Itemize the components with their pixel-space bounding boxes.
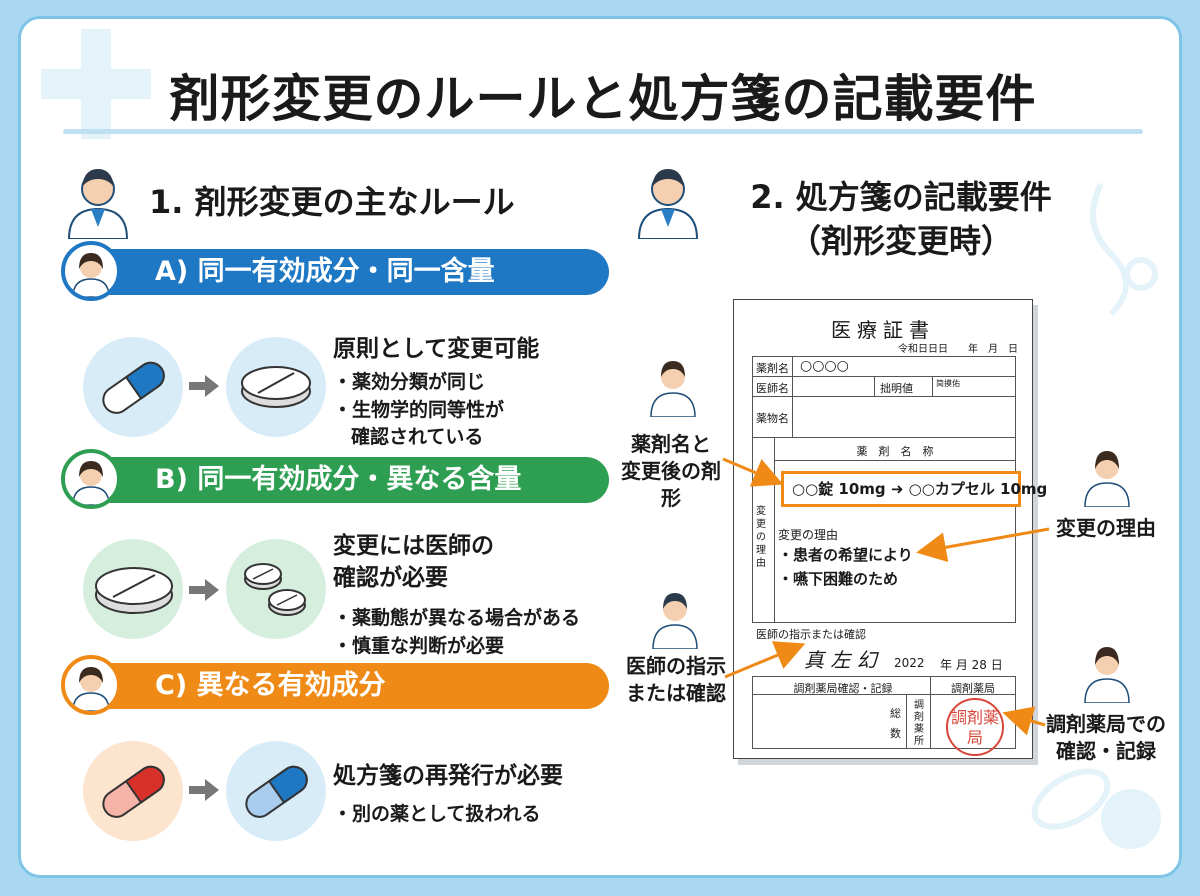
blue-capsule-icon (102, 361, 165, 414)
callout-drug-name-line2: 変更後の剤 (621, 459, 721, 483)
doc-title: 医療証書 (831, 318, 935, 342)
rule-c-bullet-1: ・別の薬として扱われる (333, 803, 541, 825)
rule-a-label: A) 同一有効成分・同一含量 (155, 256, 495, 287)
pharmacy-stamp: 調剤薬局 (946, 698, 1004, 756)
arrow-right-icon (189, 779, 219, 801)
doctor-signature: 真 左 幻 (804, 648, 877, 672)
callout-pharmacy: 調剤薬局での 確認・記録 (1031, 711, 1179, 765)
section2-heading-line2: （剤形変更時） (788, 222, 1013, 260)
callout-pharmacy-line2: 確認・記録 (1056, 739, 1156, 763)
rule-b-bullet-2: ・慎重な判断が必要 (333, 635, 505, 657)
rule-b-to-circle (226, 539, 326, 639)
callout-drug-name-line3: 形 (661, 486, 681, 510)
column-header: 薬 剤 名 称 (856, 445, 934, 458)
stethoscope-icon (1090, 182, 1129, 317)
title-underline (63, 129, 1143, 134)
reason-label: 変更の理由 (778, 528, 839, 542)
reason-2: ・嚥下困難のため (778, 570, 899, 588)
rule-b-bar: B) 同一有効成分・異なる含量 (81, 457, 609, 503)
prescription-document: 医療証書 令和日日日 年 月 日 薬剤名 ○○○○ 医師名 拙明値 简摸佑 薬物… (733, 299, 1033, 759)
side-label-vertical: 変更の理由 (756, 506, 766, 569)
rule-b-title-2: 確認が必要 (333, 565, 448, 591)
pharmacy-vertical-label: 調剤薬所 (914, 700, 924, 747)
rule-a-bullet-2: ・生物学的同等性が (333, 399, 505, 421)
medical-cross-icon (41, 29, 151, 139)
field-drug-label: 薬剤名 (756, 362, 789, 375)
white-tablet-icon (241, 366, 311, 408)
rule-a-bar: A) 同一有効成分・同一含量 (81, 249, 609, 295)
doctor-avatar-icon (67, 169, 129, 239)
callout-drug-name: 薬剤名と 変更後の剤 形 (611, 431, 731, 512)
section2-heading-line1: 2. 処方箋の記載要件 (750, 178, 1052, 216)
page-title: 剤形変更のルールと処方箋の記載要件 (169, 70, 1037, 128)
large-tablet-icon (95, 567, 173, 614)
blue-capsule-icon (245, 765, 308, 818)
callout-reason-line1: 変更の理由 (1056, 516, 1156, 540)
pharmacy-record-label: 調剤薬局確認・記録 (793, 682, 893, 695)
callout-reason: 変更の理由 (1041, 515, 1171, 542)
field-drug-value: ○○○○ (800, 358, 849, 374)
rule-a-bullet-1: ・薬効分類が同じ (333, 371, 486, 393)
instruction-label: 医師の指示または確認 (756, 628, 866, 641)
arrow-right-icon (189, 579, 219, 601)
total-label: 総数 (890, 707, 901, 740)
pharmacist-avatar-icon (61, 449, 121, 509)
rule-a-bullet-3: 確認されている (351, 426, 484, 448)
rule-c-title: 処方箋の再発行が必要 (333, 763, 563, 789)
field-doctor-label: 医師名 (756, 382, 789, 395)
pharmacist-avatar-icon (1084, 451, 1130, 507)
two-small-tablets-icon (244, 563, 306, 616)
callout-instruction-line1: 医師の指示 (626, 654, 726, 678)
rule-b-label: B) 同一有効成分・異なる含量 (155, 464, 522, 495)
callout-drug-name-line1: 薬剤名と (631, 432, 711, 456)
rule-a-title: 原則として変更可能 (333, 336, 540, 362)
doctor-avatar-icon (637, 169, 699, 239)
rule-b-title-1: 変更には医師の (333, 533, 494, 559)
red-capsule-icon (102, 765, 165, 818)
rule-c-bar: C) 異なる有効成分 (81, 663, 609, 709)
sign-year: 2022 (894, 656, 925, 670)
doctor-avatar-icon (652, 593, 698, 649)
callout-instruction-line2: または確認 (626, 681, 726, 705)
field-medicine-label: 薬物名 (756, 412, 789, 425)
drug-change-highlight: ○○錠 10mg ➜ ○○カプセル 10mg (781, 471, 1047, 507)
reason-1: ・患者の希望により (778, 546, 913, 564)
section1-heading: 1. 剤形変更の主なルール (149, 183, 515, 221)
pharmacy-label: 調剤薬局 (951, 682, 995, 695)
callout-pharmacy-line1: 調剤薬局での (1046, 712, 1166, 736)
doc-date: 令和日日日 年 月 日 (898, 344, 1018, 355)
rule-c-label: C) 異なる有効成分 (155, 670, 386, 701)
pharmacist-avatar-icon (1084, 647, 1130, 703)
section2-heading: 2. 処方箋の記載要件 （剤形変更時） (721, 175, 1081, 263)
arrow-right-icon (189, 375, 219, 397)
callout-instruction: 医師の指示 または確認 (611, 653, 741, 707)
rule-b-bullet-1: ・薬動態が異なる場合がある (333, 607, 581, 629)
background-decoration (41, 29, 1161, 849)
field-explain-label: 拙明値 (880, 382, 913, 395)
sign-date: 年 月 28 日 (940, 658, 1003, 672)
infographic-frame: 剤形変更のルールと処方箋の記載要件 1. 剤形変更の主なルール A) 同一有効成… (18, 16, 1182, 878)
pharmacist-avatar-icon (61, 241, 121, 301)
doctor-avatar-icon (650, 361, 696, 417)
field-small-label: 简摸佑 (936, 379, 960, 388)
pharmacist-avatar-icon (61, 655, 121, 715)
